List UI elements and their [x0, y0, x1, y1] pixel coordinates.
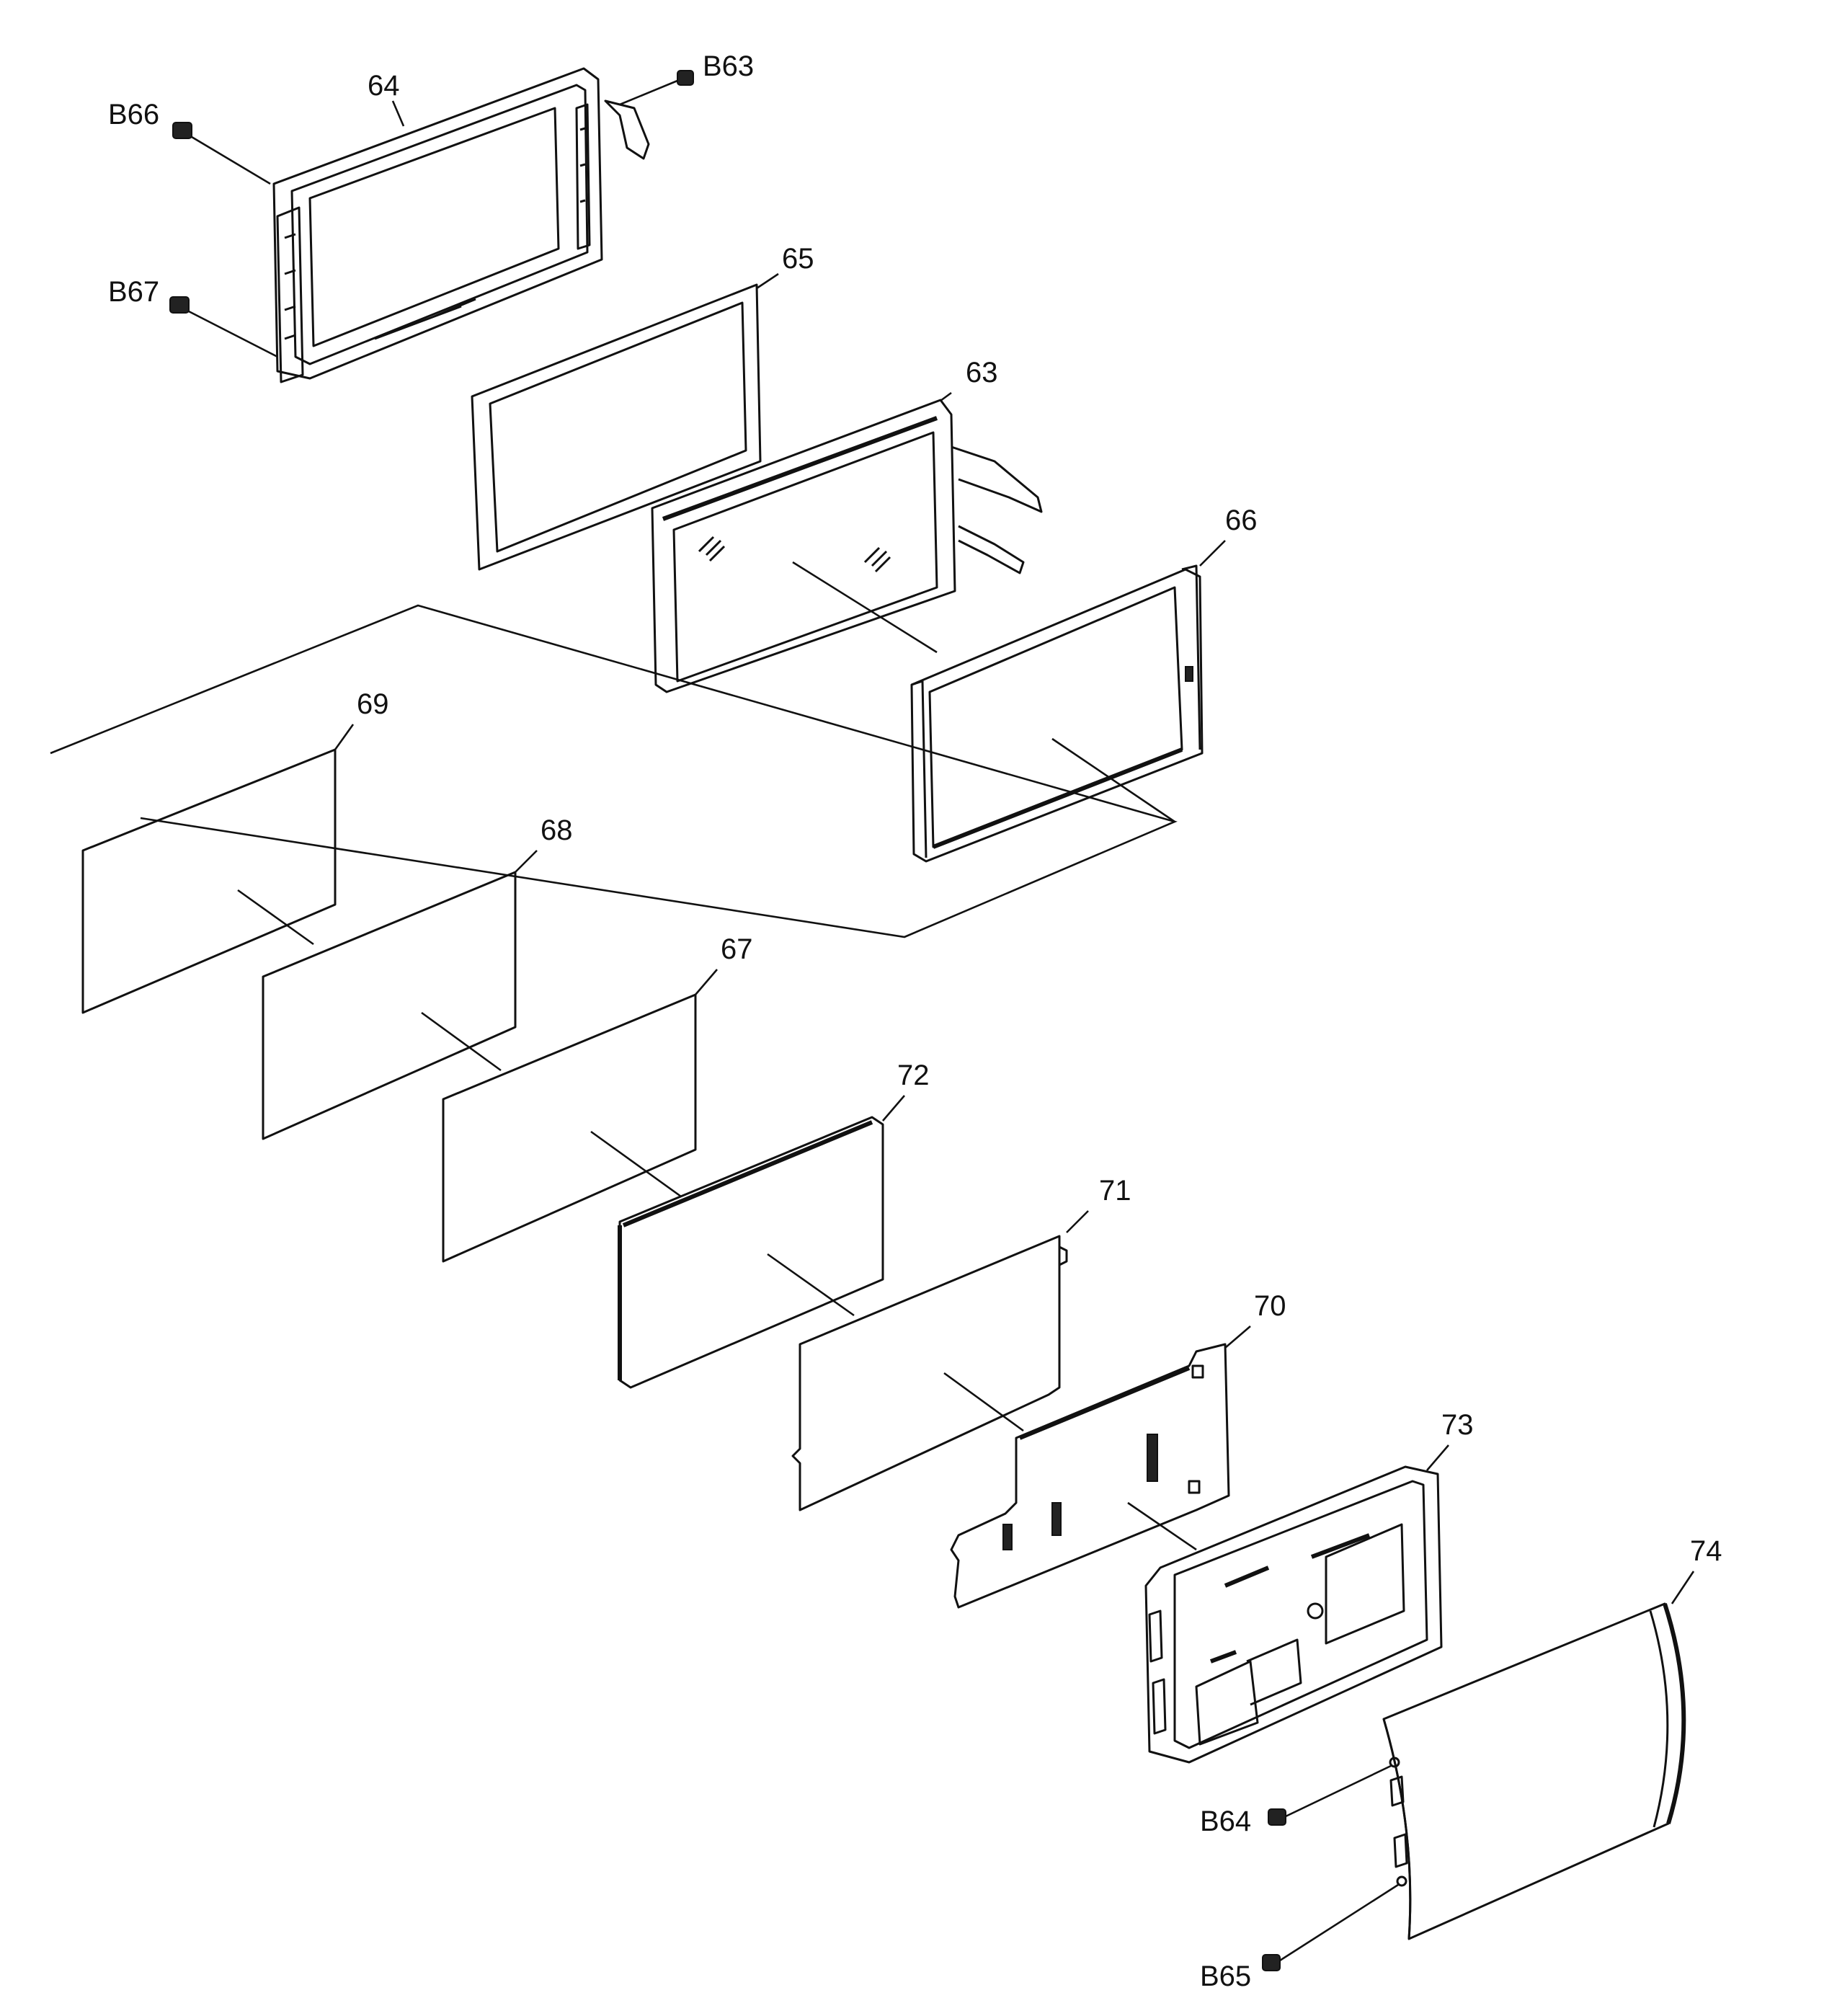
leader-63-top [940, 391, 952, 402]
leader-69 [237, 889, 314, 946]
label-64: 64 [368, 70, 400, 102]
label-73: 73 [1441, 1409, 1474, 1441]
leader-67 [590, 1130, 682, 1198]
leader-65 [756, 272, 779, 290]
label-65: 65 [782, 243, 814, 275]
leader-70-top [1224, 1326, 1251, 1349]
label-67: 67 [721, 933, 753, 965]
part-68-sheet [262, 871, 517, 1140]
leader-72-top [882, 1095, 905, 1122]
part-66-lcd-holder [910, 564, 1204, 863]
leader-63 [792, 561, 938, 654]
part-64-bezel-frame [272, 67, 650, 383]
leader-72 [767, 1253, 855, 1317]
label-69: 69 [357, 688, 389, 720]
label-68: 68 [541, 814, 573, 846]
screw-b67 [169, 296, 278, 358]
part-65-gasket [471, 283, 762, 571]
leader-68 [421, 1011, 502, 1072]
leader-69-top [334, 724, 355, 750]
label-72: 72 [897, 1060, 930, 1091]
label-b64: B64 [1200, 1806, 1251, 1837]
leader-68-top [515, 850, 538, 873]
part-69-sheet [81, 748, 337, 1014]
label-70: 70 [1254, 1290, 1286, 1322]
part-72-light-guide [618, 1116, 884, 1389]
screw-b64 [1268, 1764, 1392, 1826]
screw-b65 [1262, 1883, 1399, 1971]
leader-66-inner [1051, 737, 1175, 823]
group-outline [50, 604, 1178, 938]
leader-74 [1671, 1571, 1695, 1604]
part-74-rear-cover [1382, 1602, 1686, 1940]
label-b63: B63 [703, 50, 754, 82]
label-b65: B65 [1200, 1961, 1251, 1992]
part-73-rear-chassis [1144, 1465, 1443, 1764]
screw-b63 [619, 70, 694, 106]
part-63-lcd-panel [651, 399, 1043, 693]
label-74: 74 [1690, 1535, 1722, 1567]
label-63: 63 [966, 357, 998, 388]
label-71: 71 [1099, 1175, 1131, 1207]
screw-b66 [172, 122, 271, 185]
label-b67: B67 [108, 276, 159, 308]
leader-67-top [695, 969, 718, 995]
part-70-circuit-board [950, 1343, 1230, 1609]
leader-71-top [1066, 1210, 1089, 1233]
leader-71 [943, 1372, 1024, 1432]
label-66: 66 [1225, 505, 1258, 536]
leader-70 [1127, 1501, 1197, 1551]
part-71-sheet [791, 1235, 1068, 1511]
part-67-sheet [442, 993, 697, 1263]
leader-66 [1199, 540, 1226, 567]
leader-64 [391, 100, 405, 127]
leader-73-top [1426, 1444, 1449, 1471]
label-b66: B66 [108, 99, 159, 130]
